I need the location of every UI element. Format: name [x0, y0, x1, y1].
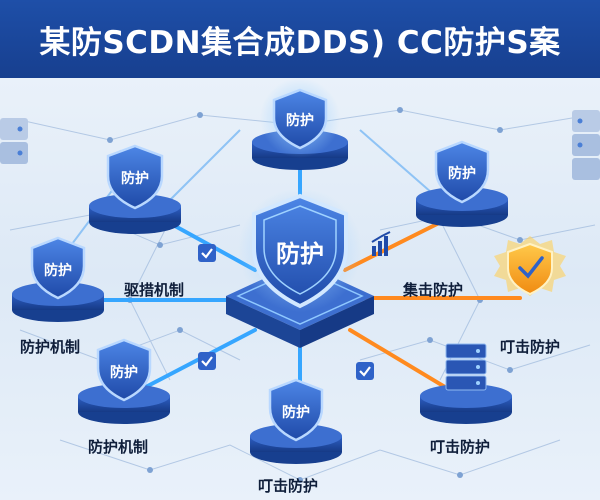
node-mid-left-text: 防护 — [44, 262, 72, 279]
warning-shield-icon — [494, 236, 566, 296]
label-center-right: 集击防护 — [403, 281, 464, 299]
label-right-node: 叮击防护 — [500, 338, 561, 356]
node-upper-right-text: 防护 — [448, 165, 476, 182]
server-stack-icon — [572, 110, 600, 180]
node-upper-left-text: 防护 — [121, 170, 149, 187]
check-icon — [356, 362, 374, 380]
label-left-node: 防护机制 — [20, 338, 81, 356]
center-shield-text: 防护 — [276, 240, 324, 268]
node-top: 防护 — [252, 78, 348, 170]
shield-icon — [96, 338, 152, 402]
shield-icon — [106, 144, 164, 210]
node-lower-left: 防护 — [78, 338, 170, 424]
label-bottom-node: 叮击防护 — [258, 477, 319, 495]
node-top-text: 防护 — [286, 112, 314, 129]
title-banner: 某防SCDN集合成DDS) CC防护S案 — [0, 0, 600, 78]
check-icon — [198, 244, 216, 262]
node-lower-left-text: 防护 — [110, 364, 138, 381]
node-upper-left: 防护 — [89, 144, 181, 234]
node-upper-right: 防护 — [416, 140, 508, 227]
shield-icon — [434, 140, 490, 204]
server-stack-icon — [445, 343, 487, 391]
label-lower-left-node: 防护机制 — [88, 438, 149, 456]
label-center-left: 驱措机制 — [124, 281, 185, 299]
check-icon — [198, 352, 216, 370]
shield-icon — [268, 378, 324, 442]
page-title: 某防SCDN集合成DDS) CC防护S案 — [39, 24, 561, 61]
node-bottom: 防护 — [250, 378, 342, 464]
node-mid-left: 防护 — [12, 236, 104, 322]
bar-chart-icon — [371, 231, 391, 256]
shield-icon — [30, 236, 86, 300]
shield-icon — [272, 88, 328, 150]
orange-links — [343, 218, 522, 392]
central-hub: 防护 — [226, 188, 374, 348]
network-diagram: 防护 防护 防护 防护 防护 防护 — [0, 78, 600, 483]
server-stack-icon — [0, 118, 28, 164]
node-bottom-text: 防护 — [282, 404, 310, 421]
node-server-lower-right — [420, 343, 512, 424]
label-lower-right-node: 叮击防护 — [430, 438, 491, 456]
